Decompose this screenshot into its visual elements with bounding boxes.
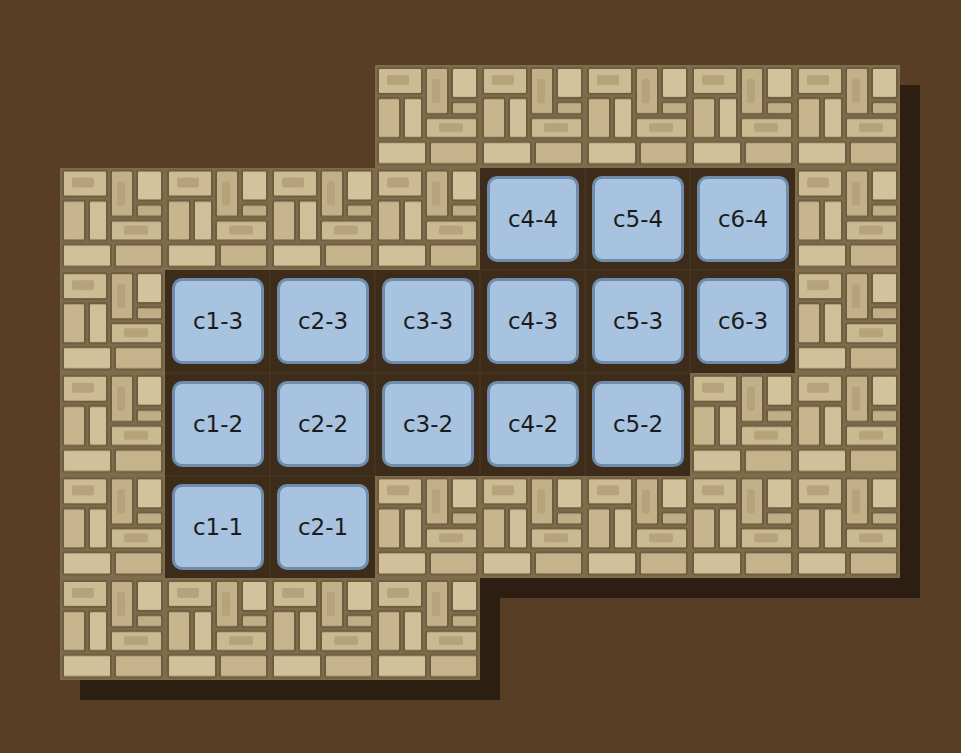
cell-tile: c4-2 bbox=[487, 381, 579, 467]
cell-label: c4-3 bbox=[508, 308, 558, 334]
cell-label: c4-2 bbox=[508, 411, 558, 437]
cell-label: c5-4 bbox=[613, 206, 663, 232]
cell-label: c1-3 bbox=[193, 308, 243, 334]
cell-label: c6-3 bbox=[718, 308, 768, 334]
cell-label: c2-1 bbox=[298, 514, 348, 540]
cell-label: c1-1 bbox=[193, 514, 243, 540]
cell-tile: c3-3 bbox=[382, 278, 474, 364]
cell-tile: c5-3 bbox=[592, 278, 684, 364]
cell-label: c4-4 bbox=[508, 206, 558, 232]
cell-tile: c1-3 bbox=[172, 278, 264, 364]
cell-tile: c4-4 bbox=[487, 176, 579, 262]
cell-label: c6-4 bbox=[718, 206, 768, 232]
cell-label: c1-2 bbox=[193, 411, 243, 437]
cell-label: c5-2 bbox=[613, 411, 663, 437]
cell-label: c3-2 bbox=[403, 411, 453, 437]
cell-tile: c3-2 bbox=[382, 381, 474, 467]
cell-label: c2-3 bbox=[298, 308, 348, 334]
cell-tile: c5-2 bbox=[592, 381, 684, 467]
cell-tile: c4-3 bbox=[487, 278, 579, 364]
cell-tile: c2-2 bbox=[277, 381, 369, 467]
cell-tile: c6-3 bbox=[697, 278, 789, 364]
cell-tile: c6-4 bbox=[697, 176, 789, 262]
cell-tile: c1-1 bbox=[172, 484, 264, 570]
cell-label: c3-3 bbox=[403, 308, 453, 334]
cell-tile: c2-1 bbox=[277, 484, 369, 570]
cell-label: c5-3 bbox=[613, 308, 663, 334]
cell-label: c2-2 bbox=[298, 411, 348, 437]
cell-tile: c1-2 bbox=[172, 381, 264, 467]
cell-tile: c5-4 bbox=[592, 176, 684, 262]
cell-tile: c2-3 bbox=[277, 278, 369, 364]
